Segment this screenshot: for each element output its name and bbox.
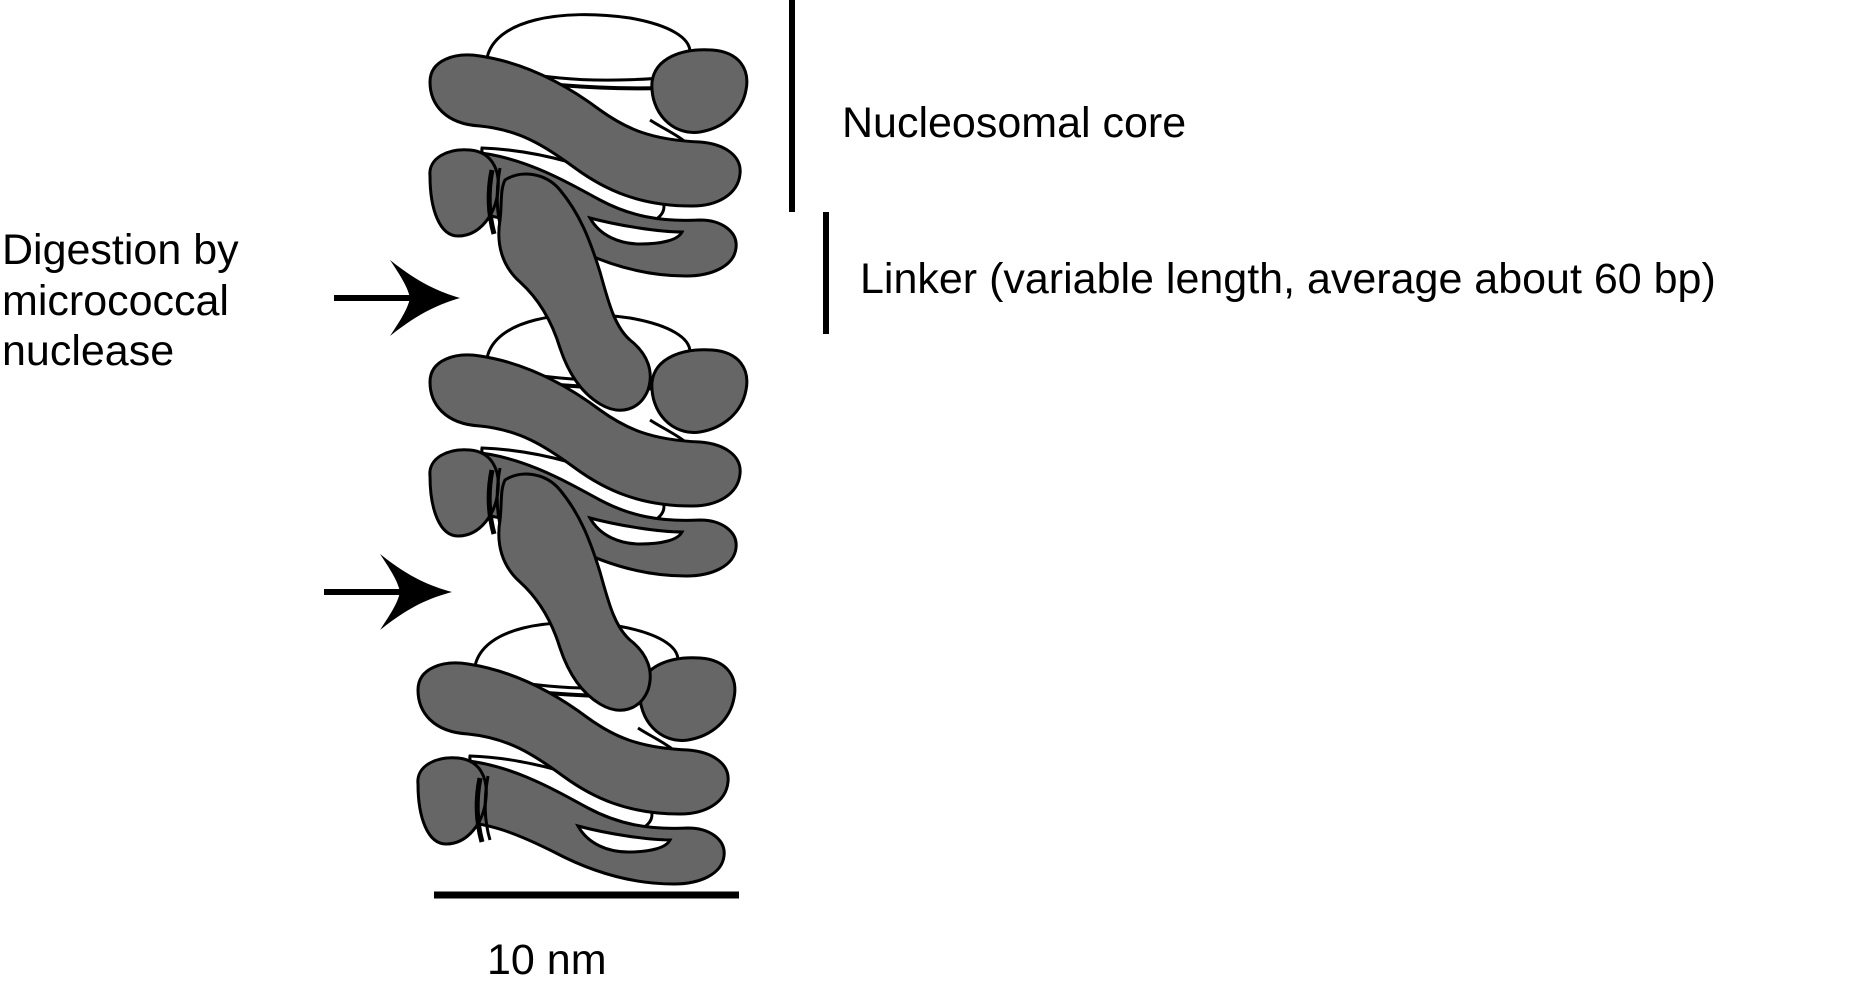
scale-label: 10 nm [487, 936, 607, 984]
digestion-label-line-3: nuclease [2, 327, 175, 376]
linker-label: Linker (variable length, average about 6… [860, 255, 1716, 303]
digestion-label-line-1: Digestion by [2, 226, 239, 274]
digestion-arrow-1 [334, 260, 460, 336]
digestion-label: Digestion by micrococcal nuclease [2, 225, 239, 377]
nucleosomal-core-label: Nucleosomal core [842, 99, 1187, 147]
digestion-label-line-2: micrococcal [2, 276, 229, 325]
digestion-arrow-2 [324, 554, 452, 630]
